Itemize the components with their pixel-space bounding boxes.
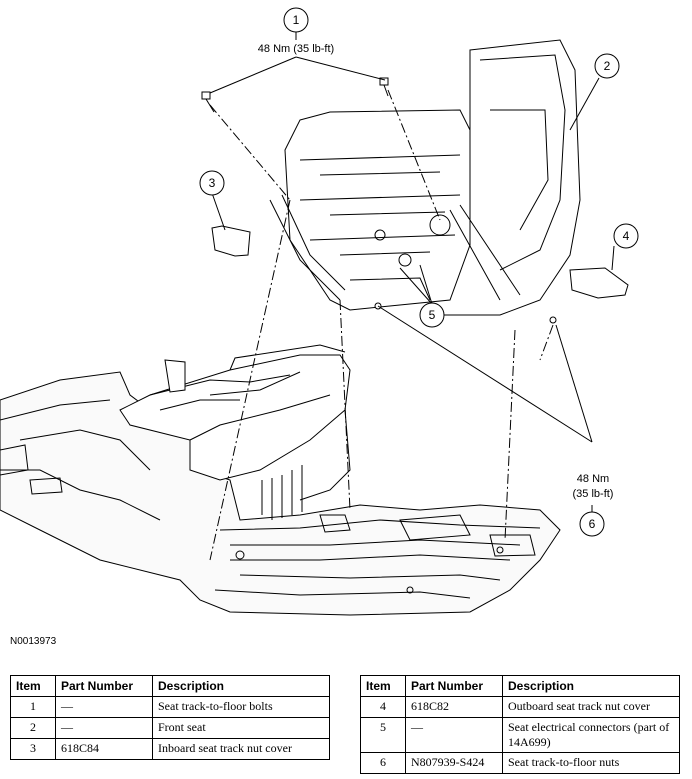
callout-5: 5: [429, 308, 436, 322]
outboard-nut-cover: [569, 267, 629, 299]
table-row: 1 — Seat track-to-floor bolts: [10, 696, 330, 718]
part-number-cell: —: [55, 696, 153, 718]
header-description: Description: [152, 675, 330, 697]
header-description: Description: [502, 675, 680, 697]
part-number-cell: 618C82: [405, 696, 503, 718]
callout-2-circle: [594, 53, 620, 79]
table-header-row: Item Part Number Description: [360, 675, 680, 697]
exploded-view-diagram: 1 2 3 4 5 6 48 Nm (35 lb-ft) 48 Nm (35 l…: [0, 7, 639, 616]
item-cell: 3: [10, 738, 56, 760]
part-number-cell: —: [405, 717, 503, 753]
torque-spec-bolts: 48 Nm (35 lb-ft): [258, 43, 334, 55]
figure-id: N0013973: [10, 636, 57, 647]
part-number-cell: 618C84: [55, 738, 153, 760]
inboard-nut-cover: [211, 225, 251, 257]
table-row: 4 618C82 Outboard seat track nut cover: [360, 696, 680, 718]
callout-4-circle: [613, 223, 639, 249]
torque-spec-nuts-line1: 48 Nm: [577, 473, 609, 485]
callout-3-circle: [199, 170, 225, 196]
parts-table-right: Item Part Number Description 4 618C82 Ou…: [360, 675, 680, 774]
seat-track-bolt: [379, 77, 389, 97]
description-cell: Front seat: [152, 717, 330, 739]
item-cell: 5: [360, 717, 406, 753]
description-cell: Seat track-to-floor nuts: [502, 752, 680, 774]
callout-1: 1: [293, 13, 300, 27]
header-part-number: Part Number: [405, 675, 503, 697]
description-cell: Outboard seat track nut cover: [502, 696, 680, 718]
front-seat: [269, 39, 581, 316]
description-cell: Seat electrical connectors (part of 14A6…: [502, 717, 680, 753]
callout-5-circle: [419, 302, 445, 328]
header-item: Item: [10, 675, 56, 697]
callout-6: 6: [589, 517, 596, 531]
table-row: 2 — Front seat: [10, 717, 330, 739]
part-number-cell: N807939-S424: [405, 752, 503, 774]
seat-track-bolt: [201, 91, 215, 113]
description-cell: Inboard seat track nut cover: [152, 738, 330, 760]
callout-1-circle: [283, 7, 309, 33]
header-item: Item: [360, 675, 406, 697]
table-row: 3 618C84 Inboard seat track nut cover: [10, 738, 330, 760]
seat-track-nut: [549, 316, 557, 324]
item-cell: 2: [10, 717, 56, 739]
table-header-row: Item Part Number Description: [10, 675, 330, 697]
callout-3: 3: [209, 176, 216, 190]
header-part-number: Part Number: [55, 675, 153, 697]
item-cell: 6: [360, 752, 406, 774]
center-console: [119, 344, 351, 520]
item-cell: 4: [360, 696, 406, 718]
callout-4: 4: [623, 229, 630, 243]
alignment-lines: [209, 89, 554, 561]
callout-2: 2: [604, 59, 611, 73]
description-cell: Seat track-to-floor bolts: [152, 696, 330, 718]
item-cell: 1: [10, 696, 56, 718]
table-row: 6 N807939-S424 Seat track-to-floor nuts: [360, 752, 680, 774]
leader-lines: [209, 32, 615, 514]
part-number-cell: —: [55, 717, 153, 739]
torque-spec-nuts-line2: (35 lb-ft): [573, 488, 614, 500]
parts-table-left: Item Part Number Description 1 — Seat tr…: [10, 675, 330, 760]
table-row: 5 — Seat electrical connectors (part of …: [360, 717, 680, 753]
callout-6-circle: [579, 511, 605, 537]
